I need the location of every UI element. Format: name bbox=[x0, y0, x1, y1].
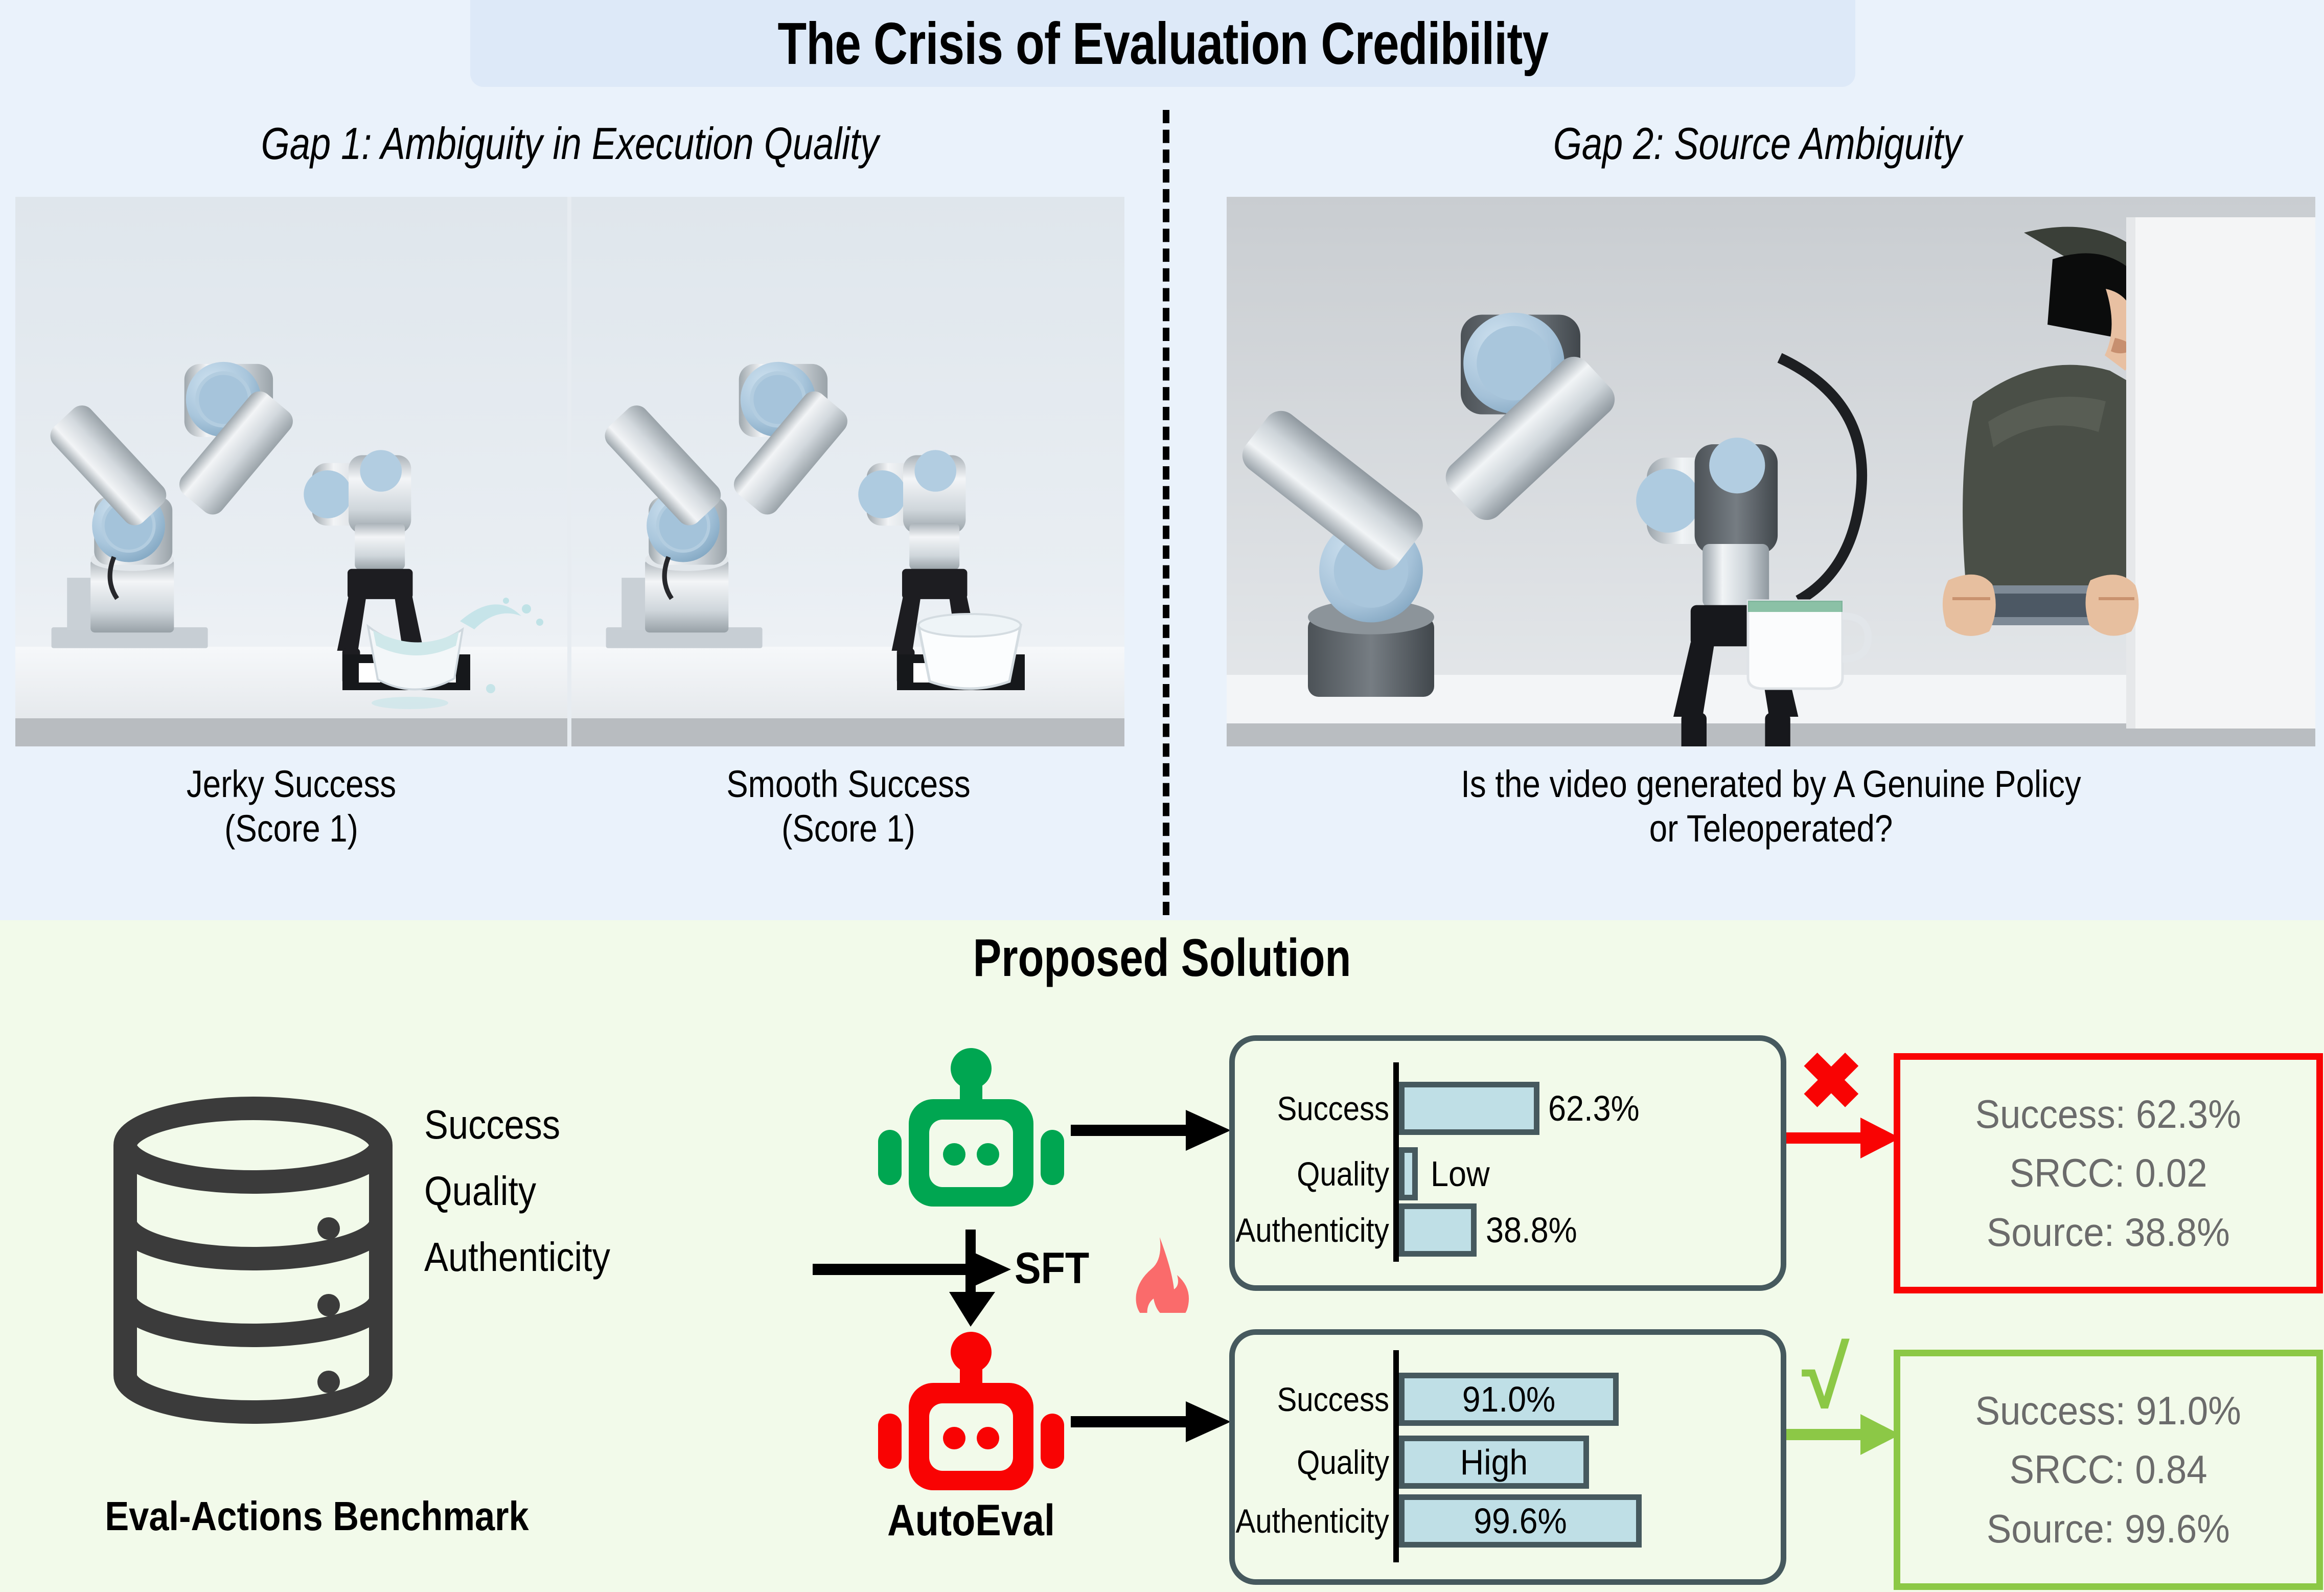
bar-row-success: Success 91.0% bbox=[1277, 1367, 1757, 1432]
bar-rect bbox=[1399, 1436, 1589, 1489]
autoeval-chart-panel: Success 91.0% Quality High Authenticity … bbox=[1229, 1329, 1786, 1585]
bar-category-label: Quality bbox=[1296, 1443, 1389, 1481]
sft-label: SFT bbox=[1015, 1244, 1090, 1293]
dimension-quality: Quality bbox=[424, 1168, 537, 1214]
bar-rect bbox=[1399, 1082, 1539, 1135]
cross-icon: ✖ bbox=[1799, 1038, 1863, 1124]
benchmark-name: Eval-Actions Benchmark bbox=[105, 1493, 529, 1539]
caption-line: or Teleoperated? bbox=[1649, 807, 1893, 850]
result-line: Source: 38.8% bbox=[1987, 1209, 2230, 1255]
dimension-success: Success bbox=[424, 1102, 561, 1147]
caption-smooth-success: Smooth Success (Score 1) bbox=[615, 762, 1082, 851]
title-banner: The Crisis of Evaluation Credibility bbox=[470, 0, 1855, 87]
result-line: SRCC: 0.84 bbox=[2009, 1447, 2207, 1492]
bar-category-label: Authenticity bbox=[1235, 1502, 1389, 1540]
page-title: The Crisis of Evaluation Credibility bbox=[777, 10, 1549, 77]
autoeval-model-robot-icon bbox=[869, 1332, 1073, 1500]
bar-rect bbox=[1399, 1373, 1619, 1426]
caption-line: (Score 1) bbox=[224, 807, 358, 850]
sft-step: SFT bbox=[943, 1230, 1229, 1329]
caption-line: Smooth Success bbox=[726, 763, 971, 805]
bar-row-authenticity: Authenticity 99.6% bbox=[1235, 1488, 1757, 1554]
autoeval-result-box: Success: 91.0% SRCC: 0.84 Source: 99.6% bbox=[1894, 1350, 2323, 1590]
base-model-chart-panel: Success 62.3% Quality Low Authenticity 3… bbox=[1229, 1035, 1786, 1291]
caption-line: (Score 1) bbox=[781, 807, 915, 850]
bar-rect bbox=[1399, 1147, 1418, 1200]
caption-source-question: Is the video generated by A Genuine Poli… bbox=[1303, 762, 2239, 851]
fire-icon bbox=[1136, 1237, 1189, 1313]
result-line: Success: 91.0% bbox=[1975, 1388, 2242, 1433]
bar-value-label: 62.3% bbox=[1548, 1088, 1640, 1128]
bar-category-label: Authenticity bbox=[1235, 1211, 1389, 1249]
bar-category-label: Success bbox=[1277, 1380, 1389, 1418]
bar-category-label: Quality bbox=[1296, 1155, 1389, 1193]
caption-line: Is the video generated by A Genuine Poli… bbox=[1461, 763, 2081, 805]
solution-title: Proposed Solution bbox=[973, 928, 1351, 988]
base-result-box: Success: 62.3% SRCC: 0.02 Source: 38.8% bbox=[1894, 1053, 2323, 1293]
bar-row-quality: Quality High bbox=[1297, 1429, 1757, 1495]
autoeval-label: AutoEval bbox=[887, 1496, 1055, 1545]
bar-value-label: 38.8% bbox=[1486, 1210, 1577, 1250]
result-line: SRCC: 0.02 bbox=[2009, 1150, 2207, 1196]
gap1-label: Gap 1: Ambiguity in Execution Quality bbox=[261, 118, 879, 169]
bar-row-authenticity: Authenticity 38.8% bbox=[1235, 1197, 1757, 1263]
bar-value-label: 91.0% bbox=[1462, 1379, 1556, 1419]
caption-jerky-success: Jerky Success (Score 1) bbox=[58, 762, 524, 851]
database-icon bbox=[110, 1097, 396, 1424]
bar-row-quality: Quality Low bbox=[1297, 1141, 1757, 1207]
teleoperation-photo bbox=[1227, 197, 2315, 746]
check-icon: √ bbox=[1802, 1329, 1850, 1426]
result-line: Source: 99.6% bbox=[1987, 1506, 2230, 1551]
bar-value-label: Low bbox=[1431, 1154, 1490, 1194]
caption-line: Jerky Success bbox=[186, 763, 397, 805]
bar-rect bbox=[1399, 1203, 1477, 1257]
result-line: Success: 62.3% bbox=[1975, 1091, 2242, 1136]
bar-rect bbox=[1399, 1494, 1642, 1548]
chart-axis bbox=[1393, 1350, 1399, 1562]
chart-axis bbox=[1393, 1062, 1399, 1262]
problem-section: The Crisis of Evaluation Credibility Gap… bbox=[0, 0, 2324, 920]
bar-value-label: 99.6% bbox=[1474, 1501, 1567, 1541]
base-model-robot-icon bbox=[869, 1048, 1073, 1217]
robot-execution-photo bbox=[15, 197, 1124, 746]
solution-section: Proposed Solution Success Quality Authen… bbox=[0, 920, 2324, 1592]
dimension-authenticity: Authenticity bbox=[424, 1234, 610, 1280]
gap2-label: Gap 2: Source Ambiguity bbox=[1553, 118, 1962, 169]
bar-row-success: Success 62.3% bbox=[1277, 1076, 1757, 1141]
section-divider bbox=[1163, 110, 1169, 915]
bar-value-label: High bbox=[1460, 1442, 1528, 1482]
bar-category-label: Success bbox=[1277, 1089, 1389, 1127]
benchmark-dimensions: Success Quality Authenticity bbox=[424, 1091, 792, 1290]
